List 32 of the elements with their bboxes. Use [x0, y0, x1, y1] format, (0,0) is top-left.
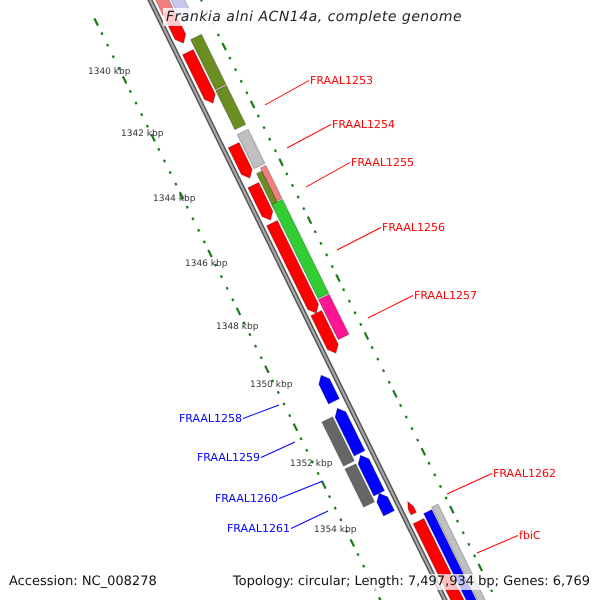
leader-line: [476, 535, 518, 554]
leader-line: [290, 510, 328, 529]
gene-label: FRAAL1255: [351, 156, 414, 169]
leader-line: [286, 124, 332, 148]
gene-label: fbiC: [519, 529, 541, 542]
position-label: 1346 kbp: [185, 259, 228, 270]
leader-line: [306, 162, 350, 188]
position-label: 1344 kbp: [153, 194, 196, 205]
leader-line: [278, 480, 324, 499]
position-label: 1342 kbp: [121, 129, 164, 140]
gene-label: FRAAL1256: [382, 221, 446, 234]
position-label: 1348 kbp: [216, 322, 258, 333]
gene-label: FRAAL1258: [178, 412, 242, 425]
leader-line: [336, 227, 382, 250]
leader-line: [446, 473, 492, 494]
gene-label: FRAAL1257: [414, 289, 478, 302]
position-label: 1340 kbp: [88, 67, 130, 78]
gene-label: FRAAL1253: [310, 74, 374, 87]
genome-summary-text: Topology: circular; Length: 7,497,934 bp; Genes: 6,769: [232, 574, 590, 590]
leader-line: [260, 442, 296, 458]
position-label: 1352 kbp: [290, 459, 332, 470]
leader-line: [242, 404, 280, 419]
gene-label: FRAAL1254: [332, 118, 396, 131]
gene-label: FRAAL1262: [493, 467, 556, 480]
accession-text: Accession: NC_008278: [9, 574, 157, 590]
leader-line: [368, 295, 414, 318]
gene-label: FRAAL1260: [214, 492, 278, 505]
position-label: 1350 kbp: [250, 380, 292, 391]
position-label: 1354 kbp: [314, 525, 356, 536]
leader-line: [264, 80, 310, 106]
gene-label: FRAAL1259: [196, 451, 260, 464]
gene-label: FRAAL1261: [226, 522, 290, 535]
